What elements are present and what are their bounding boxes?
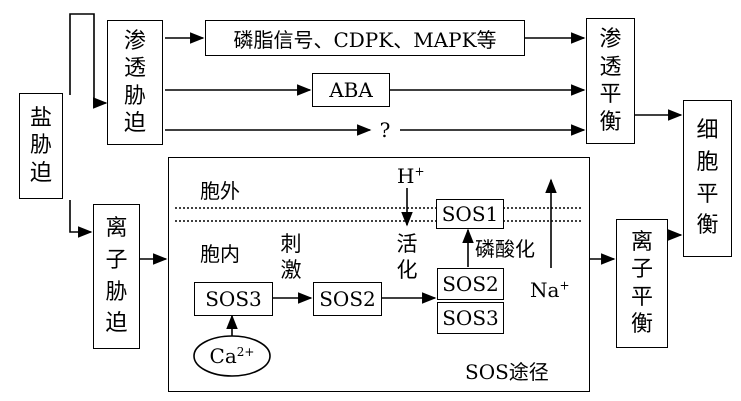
salt-stress-label: 盐 胁 迫 (29, 105, 52, 186)
ion-stress-label: 离 子 胁 迫 (105, 215, 128, 337)
sos2-middle-label: SOS2 (319, 287, 376, 311)
proton-label: H+ (397, 164, 425, 188)
phospholipid-signal-box (205, 20, 525, 56)
activate-label: 活 化 (396, 231, 418, 282)
aba-label: ABA (329, 78, 373, 102)
cell-balance-label: 细 胞 平 衡 (696, 117, 719, 239)
osmotic-stress-box (107, 20, 163, 145)
ion-stress-box (93, 204, 140, 349)
phosphorylation-label: 磷酸化 (475, 237, 535, 261)
sos1-box (436, 199, 504, 229)
arrow-salt-to-osmotic (69, 13, 108, 109)
unknown-mechanism-label: ? (379, 118, 391, 142)
osmotic-stress-label: 渗 透 胁 迫 (123, 28, 146, 137)
sos2-box-middle (313, 282, 382, 316)
sos-pathway-label: SOS途径 (465, 360, 549, 384)
sos3-complex-label: SOS3 (442, 306, 499, 330)
osmotic-balance-label: 渗 透 平 衡 (599, 27, 622, 135)
sos3-box-left (194, 282, 273, 316)
sos-pathway-frame (168, 157, 590, 392)
cell-balance-box (683, 100, 732, 257)
arrow-salt-to-ion (69, 200, 93, 238)
sos3-box-complex (437, 302, 504, 334)
aba-box (312, 73, 390, 107)
salt-stress-box (19, 93, 63, 199)
extracellular-label: 胞外 (200, 179, 240, 203)
sos3-left-label: SOS3 (205, 287, 262, 311)
sodium-label: Na+ (530, 278, 570, 302)
sos2-complex-label: SOS2 (442, 272, 499, 296)
sos2-box-complex (437, 268, 504, 300)
intracellular-label: 胞内 (200, 242, 240, 266)
ion-balance-label: 离 子 平 衡 (630, 229, 653, 338)
ca-ellipse (193, 335, 271, 377)
stimulate-label: 刺 激 (280, 231, 302, 282)
osmotic-balance-box (586, 18, 635, 144)
sos1-label: SOS1 (441, 202, 499, 226)
phospholipid-signal-label: 磷脂信号、CDPK、MAPK等 (233, 27, 497, 52)
ion-balance-box (616, 219, 668, 348)
